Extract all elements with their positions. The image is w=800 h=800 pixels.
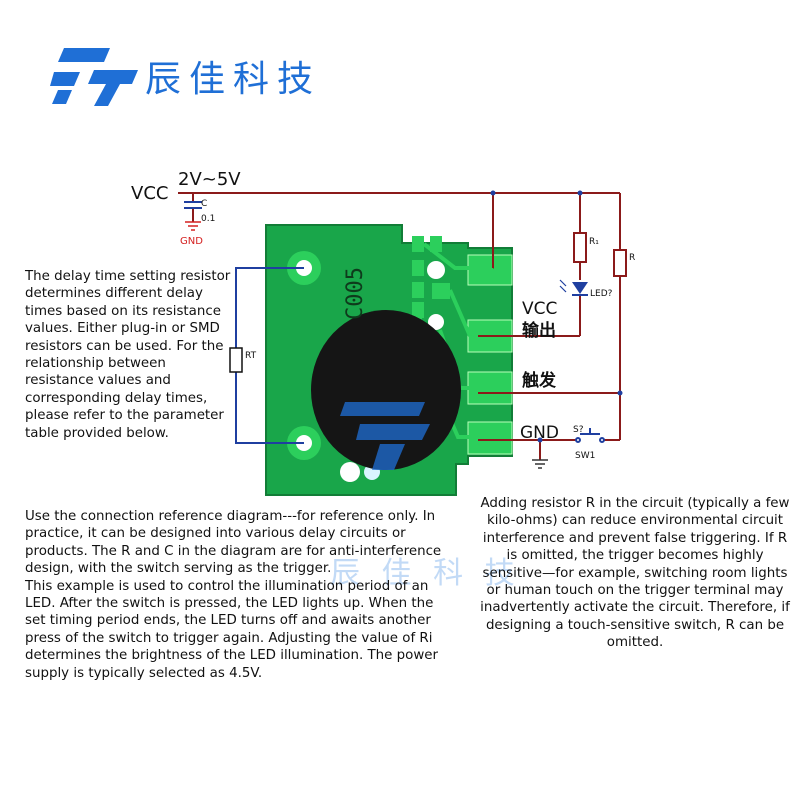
ct-logo-icon xyxy=(50,48,138,106)
rt-label: RT xyxy=(245,351,257,361)
gnd-left-label: GND xyxy=(180,236,203,247)
r-label: R xyxy=(629,253,635,263)
board-marking: C005 xyxy=(343,267,368,320)
delay-resistor-note: The delay time setting resistor determin… xyxy=(25,269,231,441)
brand-name: 辰佳科技 xyxy=(145,59,322,100)
switch-name-label: SW1 xyxy=(575,451,595,461)
reference-notes: Use the connection reference diagram---f… xyxy=(25,508,445,682)
led-label: LED? xyxy=(590,289,613,299)
ground-icon xyxy=(185,221,201,231)
switch-icon xyxy=(575,428,605,443)
cap-value: 0.1 xyxy=(201,214,215,224)
voltage-label: 2V~5V xyxy=(178,169,241,190)
resistor-rt xyxy=(229,347,243,373)
led-icon xyxy=(559,279,588,296)
resistor-r xyxy=(613,249,627,277)
reference-note-2: This example is used to control the illu… xyxy=(25,578,439,681)
pin-vcc-label: VCC xyxy=(522,299,557,319)
reference-note-1: Use the connection reference diagram---f… xyxy=(25,509,442,577)
ground-icon-right xyxy=(532,459,548,469)
switch-ref-label: S? xyxy=(573,425,584,435)
watermark: 辰 佳 科 技 xyxy=(330,556,521,591)
resistor-r-note: Adding resistor R in the circuit (typica… xyxy=(480,496,790,651)
pin-gnd-label: GND xyxy=(520,423,559,443)
cap-label: C xyxy=(201,199,207,209)
resistor-r1 xyxy=(573,232,587,263)
capacitor xyxy=(184,201,202,209)
pcb-board xyxy=(265,224,513,496)
r1-label: R₁ xyxy=(589,237,599,247)
pin-trigger-label: 触发 xyxy=(521,370,557,391)
vcc-label: VCC xyxy=(131,183,168,204)
pin-output-label: 输出 xyxy=(522,320,556,341)
